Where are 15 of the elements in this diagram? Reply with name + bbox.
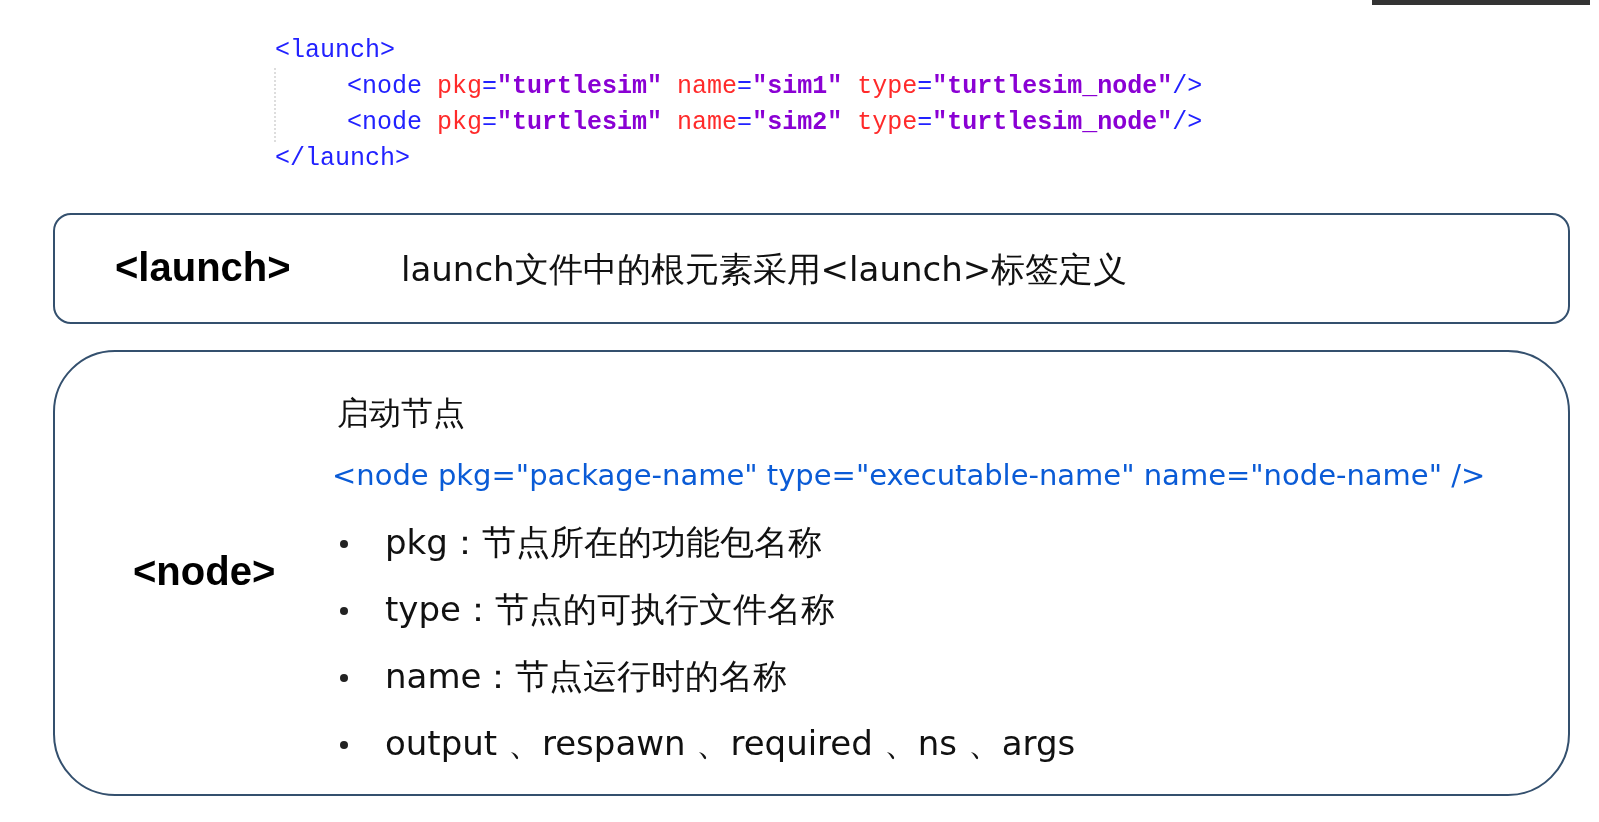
definition-panel [53,350,1570,796]
tag-heading: <launch> [115,244,291,290]
code-line: <launch> [275,36,396,66]
code-line: </launch> [275,144,411,174]
bullet-item: output 、respawn 、required 、ns 、args [385,722,1076,765]
bullet-item: type：节点的可执行文件名称 [385,588,835,631]
tag-heading: <node> [133,549,276,594]
bullet-item: pkg：节点所在的功能包名称 [385,521,822,564]
syntax-example: <node pkg="package-name" type="executable-name" name="node-name" /> [332,458,1486,492]
definition-box [53,213,1570,324]
description: 启动节点 [337,393,465,434]
code-line: <node pkg="turtlesim" name="sim2" type="turtlesim_node"/> [347,108,1203,138]
description: launch文件中的根元素采用<launch>标签定义 [401,247,1128,291]
bullet-item: name：节点运行时的名称 [385,655,788,698]
code-line: <node pkg="turtlesim" name="sim1" type="turtlesim_node"/> [347,72,1203,102]
